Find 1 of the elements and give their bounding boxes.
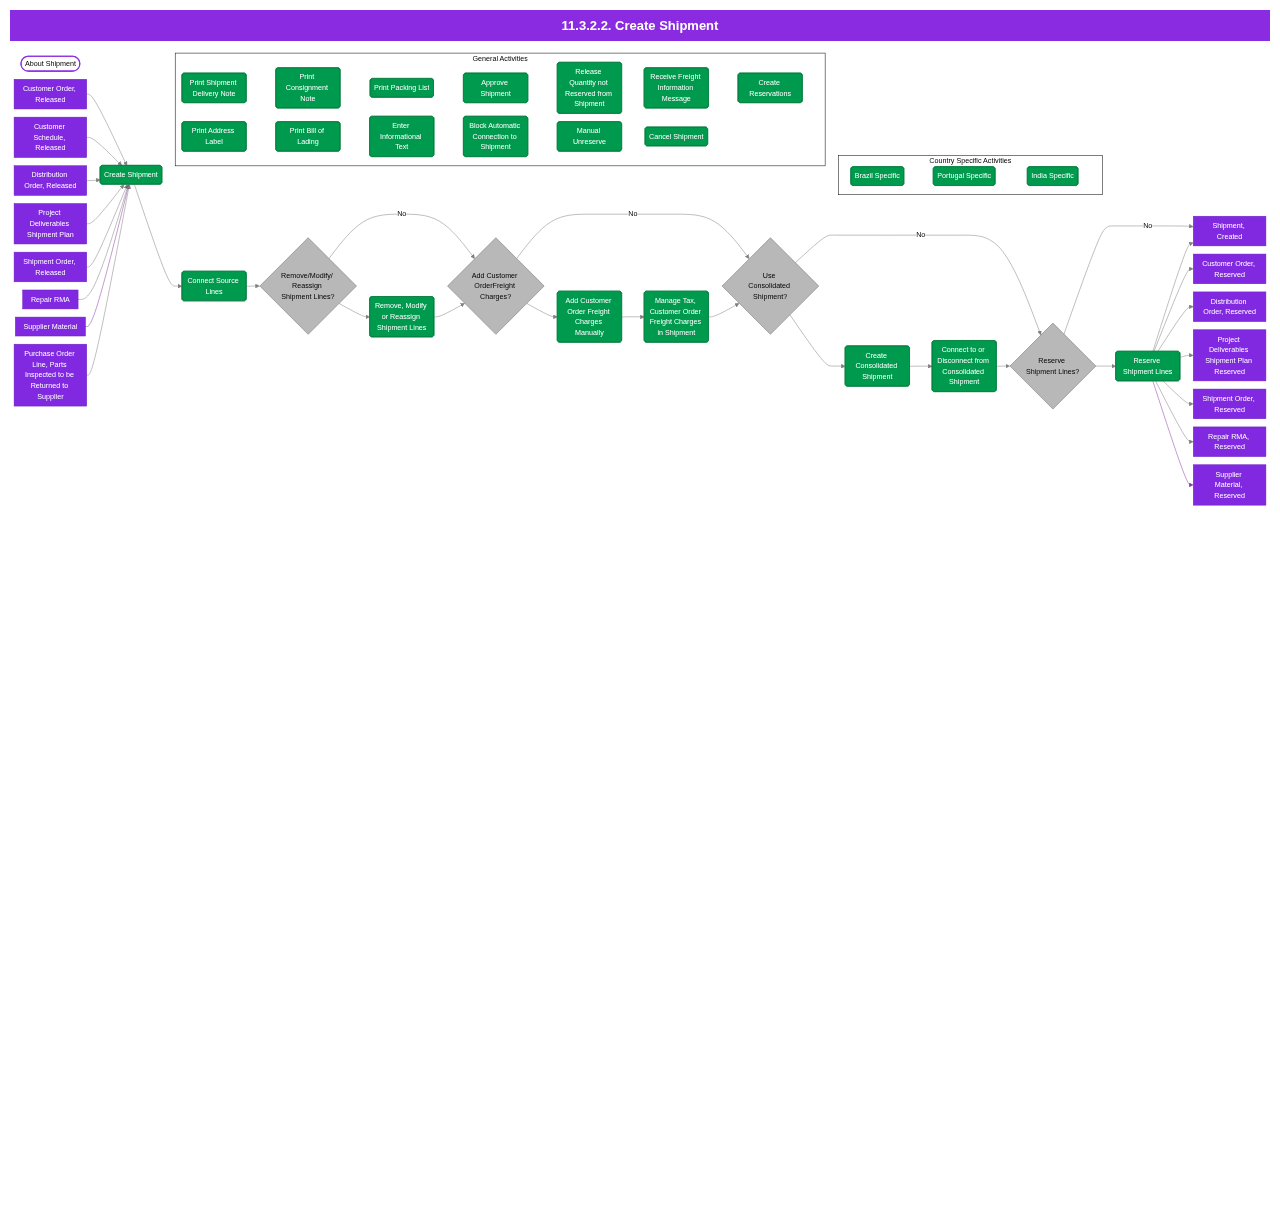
diagram-title: 11.3.2.2. Create Shipment (10, 10, 1270, 41)
